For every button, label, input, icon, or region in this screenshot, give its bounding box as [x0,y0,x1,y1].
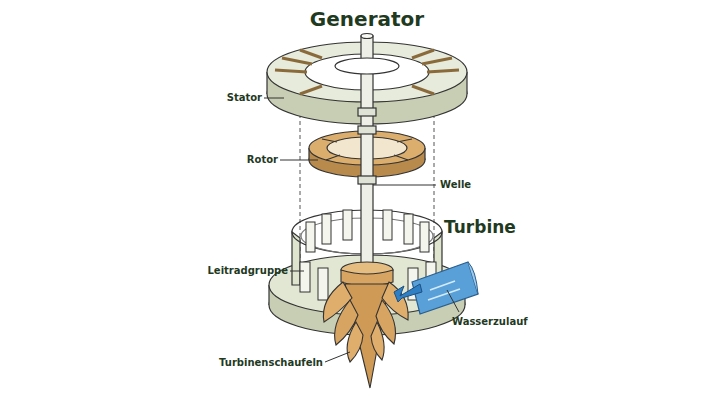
part-label: Leitradgruppe [207,265,288,276]
leader-lines [264,98,459,362]
part-label: Stator [227,92,262,103]
title-label: Generator [310,8,424,30]
part-label: Turbinenschaufeln [219,357,323,368]
part-label: Wasserzulauf [452,316,528,327]
shaft [335,34,399,277]
part-label: Rotor [247,154,278,165]
turbine-runner [323,262,408,388]
part-label: Welle [440,179,471,190]
section-label: Turbine [444,218,516,237]
water-inlet [394,262,478,314]
